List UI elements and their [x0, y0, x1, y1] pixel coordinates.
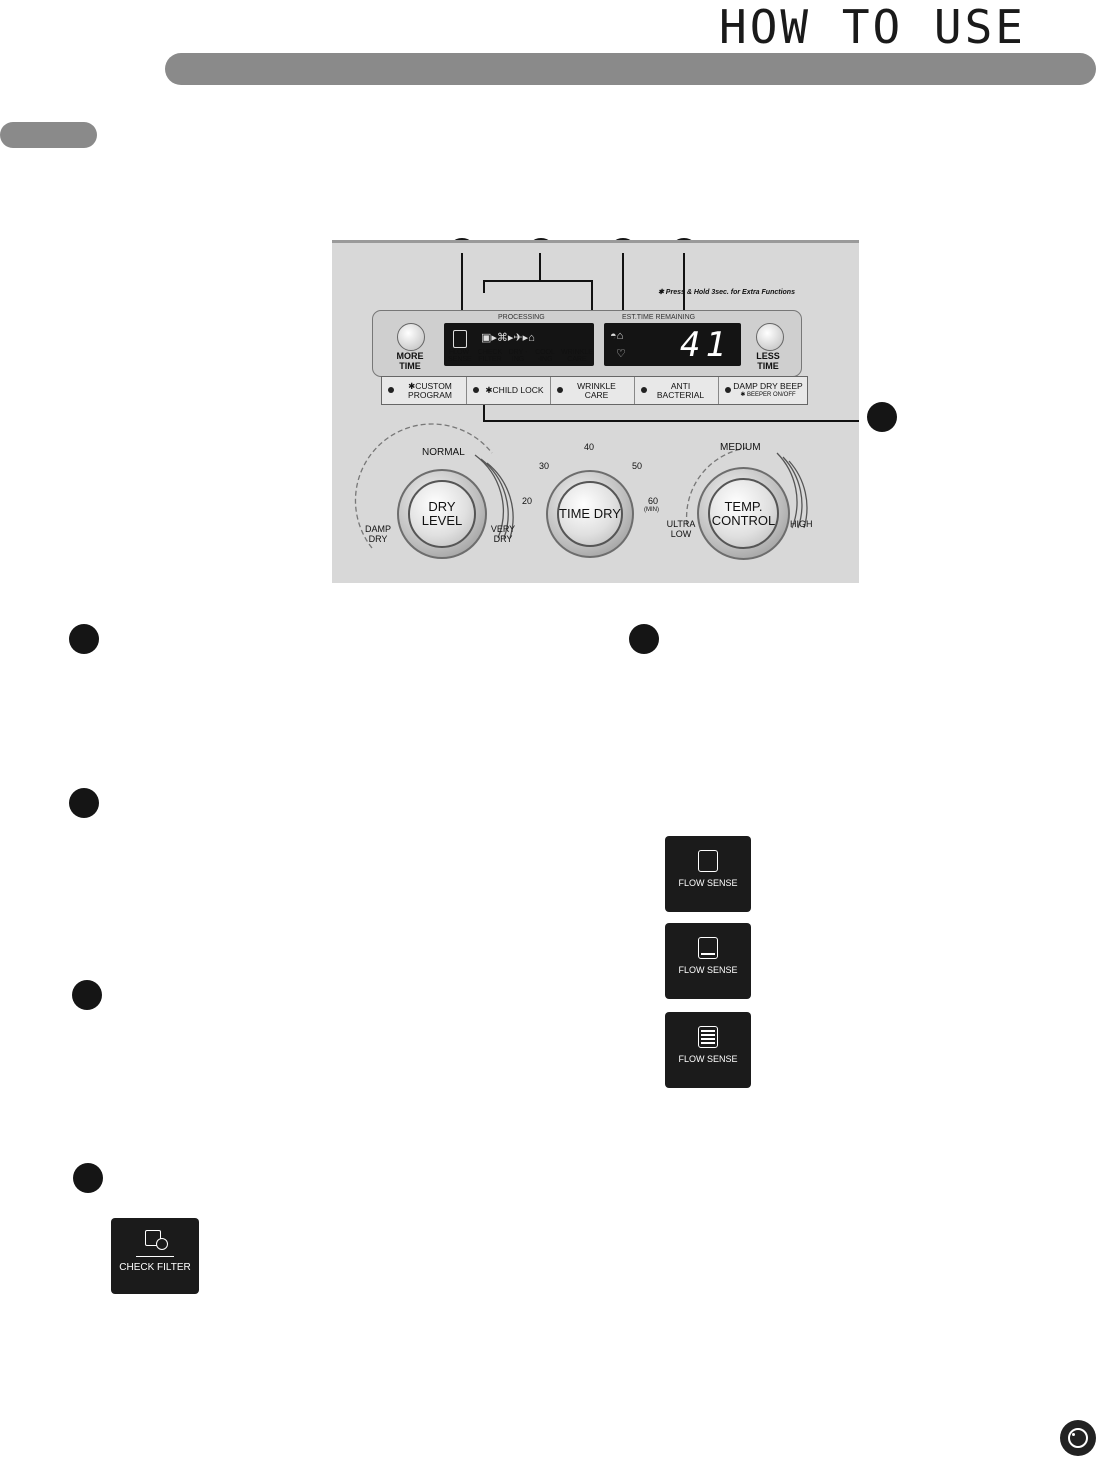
- tick-label: 60: [648, 496, 658, 506]
- section-tab: [0, 122, 97, 148]
- medium-label: MEDIUM: [720, 442, 761, 453]
- header-bar: [165, 53, 1096, 85]
- callout-marker: [69, 788, 99, 818]
- callout-marker: [867, 402, 897, 432]
- time-dry-label: TIME DRY: [557, 481, 623, 547]
- temp-control-dial[interactable]: TEMP. CONTROL: [697, 467, 790, 560]
- dry-level-label: DRY LEVEL: [408, 480, 476, 548]
- callout-marker: [73, 1163, 103, 1193]
- temp-control-label: TEMP. CONTROL: [708, 478, 779, 549]
- time-dry-dial[interactable]: TIME DRY: [546, 470, 634, 558]
- callout-marker: [72, 980, 102, 1010]
- very-dry-label: VERY DRY: [488, 524, 518, 544]
- page-title: HOW TO USE: [719, 0, 1026, 54]
- high-label: HIGH: [790, 519, 813, 529]
- damp-dry-label: DAMP DRY: [362, 524, 394, 544]
- flow-sense-empty-icon: FLOW SENSE: [665, 836, 751, 912]
- lg-logo: [1060, 1420, 1096, 1456]
- ultra-low-label: ULTRA LOW: [664, 519, 698, 539]
- flow-sense-full-icon: FLOW SENSE: [665, 1012, 751, 1088]
- callout-marker: [629, 624, 659, 654]
- tick-label: 20: [522, 496, 532, 506]
- normal-label: NORMAL: [422, 447, 465, 458]
- tick-label: 40: [584, 442, 594, 452]
- tick-label: 50: [632, 461, 642, 471]
- unit-label: (MIN): [644, 507, 659, 513]
- tick-label: 30: [539, 461, 549, 471]
- control-panel: ✱ Press & Hold 3sec. for Extra Functions…: [332, 240, 859, 583]
- flow-sense-low-icon: FLOW SENSE: [665, 923, 751, 999]
- callout-marker: [69, 624, 99, 654]
- dry-level-dial[interactable]: DRY LEVEL: [397, 469, 487, 559]
- check-filter-icon: CHECK FILTER: [111, 1218, 199, 1294]
